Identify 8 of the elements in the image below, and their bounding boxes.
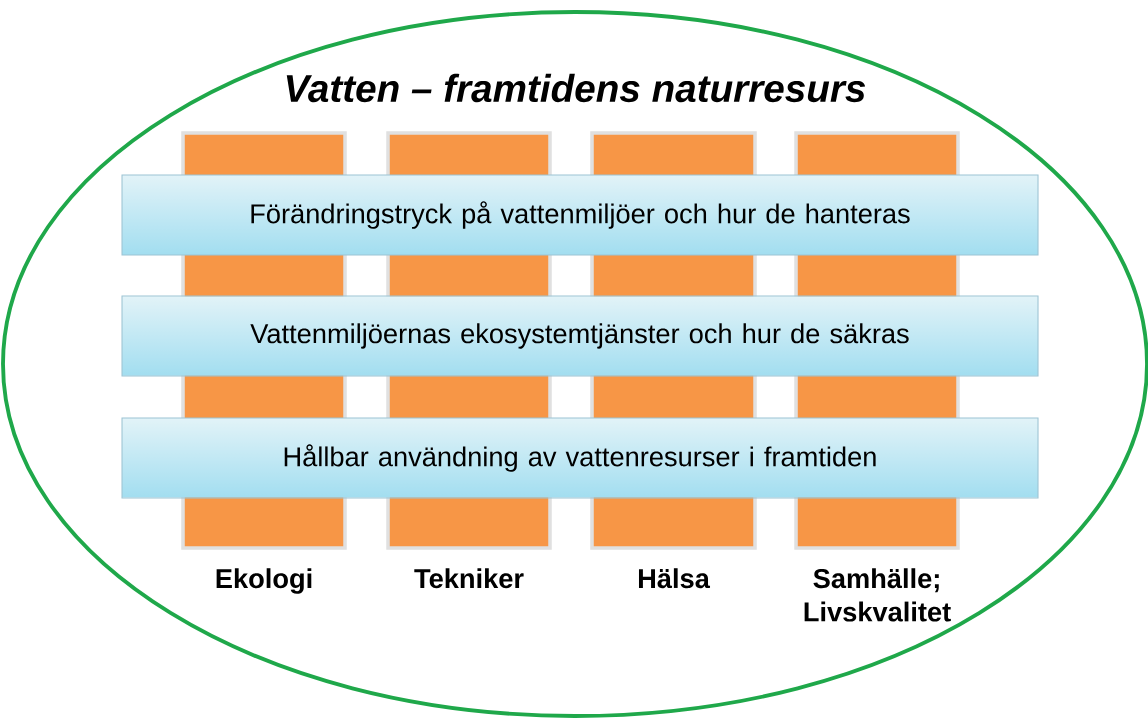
theme-band: Vattenmiljöernas ekosystemtjänster och hur de säkras xyxy=(121,295,1039,377)
title: Vatten – framtidens naturresurs xyxy=(286,73,866,103)
pillar-label: Samhälle; Livskvalitet xyxy=(804,568,951,622)
theme-band: Förändringstryck på vattenmiljöer och hur de hanteras xyxy=(121,174,1039,256)
pillar-label: Tekniker xyxy=(414,568,524,589)
pillar-label: Ekologi xyxy=(216,568,312,594)
pillar-label: Hälsa xyxy=(639,568,710,589)
theme-band: Hållbar användning av vattenresurser i framtiden xyxy=(121,417,1039,499)
